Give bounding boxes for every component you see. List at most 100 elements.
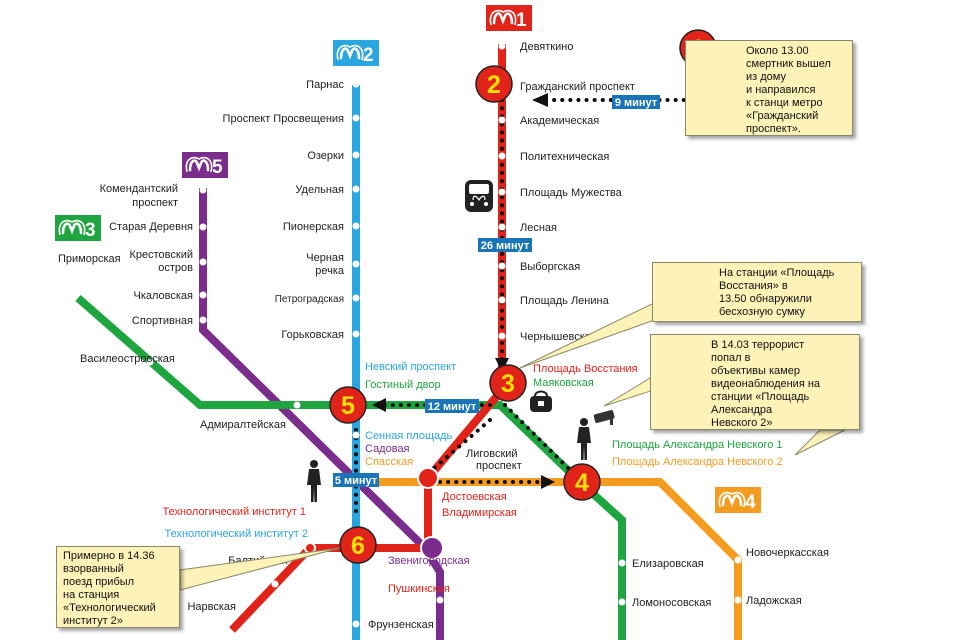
route-arrowhead bbox=[495, 358, 509, 372]
station-label-ligovsky-1: Лиговский bbox=[466, 448, 518, 460]
station-label-nevskogo-2: Площадь Александра Невского 2 bbox=[612, 456, 783, 468]
station-label-vladimirskaya: Владимирская bbox=[442, 507, 517, 519]
station-label-pionerskaya: Пионерская bbox=[283, 221, 344, 233]
step-marker-4: 4 bbox=[563, 463, 601, 501]
line-5-logo: 5 bbox=[182, 152, 228, 178]
station-label-chernaya-1: Черная bbox=[306, 252, 344, 264]
time-badge-26: 26 минут bbox=[478, 238, 532, 252]
station-label-ligovsky-2: проспект bbox=[476, 460, 522, 472]
step-marker-6: 6 bbox=[339, 526, 377, 564]
line-1-logo: 1 bbox=[486, 5, 532, 31]
station-label-petrogradskaya: Петроградская bbox=[275, 294, 344, 305]
station-label-komendantsky-2: проспект bbox=[132, 197, 178, 209]
step-marker-2: 2 bbox=[475, 65, 513, 103]
station-label-grazhdansky: Гражданский проспект bbox=[520, 81, 635, 93]
route-arrowhead bbox=[541, 475, 555, 489]
step-marker-5: 5 bbox=[329, 386, 367, 424]
station-label-elizarovskaya: Елизаровская bbox=[632, 558, 704, 570]
station-label-nevskogo-1: Площадь Александра Невского 1 bbox=[612, 439, 783, 451]
line-3-path bbox=[75, 294, 626, 640]
station-label-muzhestva: Площадь Мужества bbox=[520, 187, 623, 199]
station-label-vyborgskaya: Выборгская bbox=[520, 261, 580, 273]
station-label-komendantsky-1: Комендантский bbox=[100, 183, 178, 195]
svg-text:4: 4 bbox=[745, 492, 756, 513]
person-silhouette-icon bbox=[577, 418, 591, 460]
station-label-sadovaya: Садовая bbox=[365, 443, 410, 455]
svg-text:26 минут: 26 минут bbox=[481, 240, 530, 252]
station-label-devyatkino: Девяткино bbox=[520, 41, 573, 53]
note-explosion: Примерно в 14.36 взорванный поезд прибыл… bbox=[56, 546, 180, 628]
station-label-lesnaya: Лесная bbox=[520, 222, 557, 234]
svg-text:6: 6 bbox=[351, 532, 365, 560]
interchange-zvenigorodskaya bbox=[420, 536, 444, 560]
person-silhouette-icon bbox=[307, 460, 321, 502]
station-label-frunzenskaya: Фрунзенская bbox=[368, 619, 434, 631]
route-arrowhead bbox=[372, 398, 386, 412]
station-label-sennaya: Сенная площадь bbox=[365, 430, 453, 442]
svg-text:4: 4 bbox=[575, 469, 589, 497]
station-label-dostoevskaya: Достоевская bbox=[442, 491, 507, 503]
station-label-sportivnaya: Спортивная bbox=[132, 315, 193, 327]
time-badge-9: 9 минут bbox=[612, 95, 660, 109]
note-camera-text: В 14.03 террорист попал в объективы каме… bbox=[711, 339, 821, 429]
station-label-staraya: Старая Деревня bbox=[109, 221, 193, 233]
station-label-parnas: Парнас bbox=[306, 79, 344, 91]
line-2-logo: 2 bbox=[333, 40, 379, 66]
station-label-pushkinskaya: Пушкинская bbox=[388, 583, 450, 595]
station-label-ladozhskaya: Ладожская bbox=[746, 595, 802, 607]
interchange-ligovsky bbox=[417, 467, 439, 489]
station-label-lomonosovskaya: Ломоносовская bbox=[632, 597, 711, 609]
station-label-krestovsky-2: остров bbox=[158, 262, 193, 274]
station-label-krestovsky-1: Крестовский bbox=[130, 249, 194, 261]
station-dots-line-1 bbox=[271, 42, 506, 588]
station-label-chkalovskaya: Чкаловская bbox=[133, 290, 193, 302]
station-label-gorkovskaya: Горьковская bbox=[281, 329, 344, 341]
station-label-vasileostrovskaya: Василеостровская bbox=[80, 353, 175, 365]
station-label-spasskaya: Спасская bbox=[365, 456, 413, 468]
time-badge-5: 5 минут bbox=[333, 473, 379, 487]
station-label-politekh: Политехническая bbox=[520, 151, 609, 163]
svg-text:1: 1 bbox=[516, 10, 527, 31]
note-step-1: Около 13.00 смертник вышел из дому и нап… bbox=[685, 40, 853, 136]
station-label-nevsky: Невский проспект bbox=[365, 361, 456, 373]
note-bag-found: На станции «Площадь Восстания» в 13.50 о… bbox=[652, 262, 862, 322]
note-explosion-text: Примерно в 14.36 взорванный поезд прибыл… bbox=[63, 550, 156, 627]
station-label-novocherkasskaya: Новочеркасская bbox=[746, 547, 829, 559]
svg-text:2: 2 bbox=[487, 71, 501, 99]
station-label-mayakovskaya: Маяковская bbox=[533, 377, 594, 389]
svg-text:2: 2 bbox=[363, 45, 374, 66]
step-marker-3: 3 bbox=[489, 364, 527, 402]
station-label-ozerki: Озерки bbox=[307, 150, 344, 162]
line-4-logo: 4 bbox=[715, 487, 761, 513]
station-label-tekhno-2: Технологический институт 2 bbox=[164, 528, 308, 540]
station-dots-line-5 bbox=[199, 186, 444, 604]
line-3-logo: 3 bbox=[55, 215, 101, 241]
station-label-tekhno-1: Технологический институт 1 bbox=[162, 506, 306, 518]
svg-text:12 минут: 12 минут bbox=[428, 401, 477, 413]
station-dots-line-2 bbox=[352, 80, 360, 628]
svg-text:3: 3 bbox=[85, 220, 96, 241]
metro-train-icon bbox=[465, 180, 493, 212]
svg-text:3: 3 bbox=[501, 370, 515, 398]
bag-icon bbox=[530, 390, 552, 412]
station-label-lenina: Площадь Ленина bbox=[520, 295, 610, 307]
svg-text:5: 5 bbox=[212, 157, 223, 178]
time-badge-12: 12 минут bbox=[425, 399, 479, 413]
note-bag-found-text: На станции «Площадь Восстания» в 13.50 о… bbox=[719, 267, 835, 318]
station-label-narvskaya: Нарвская bbox=[187, 601, 236, 613]
station-label-akademicheskaya: Академическая bbox=[520, 115, 599, 127]
station-dots-line-3 bbox=[146, 358, 626, 606]
station-label-prosveshcheniya: Проспект Просвещения bbox=[223, 113, 344, 125]
station-label-primorskaya: Приморская bbox=[58, 253, 121, 265]
cctv-camera-icon bbox=[593, 409, 615, 425]
svg-text:5 минут: 5 минут bbox=[335, 475, 378, 487]
line-1-path bbox=[229, 44, 506, 633]
station-label-chernaya-2: речка bbox=[315, 265, 345, 277]
svg-text:5: 5 bbox=[341, 392, 355, 420]
station-label-zvenigorodskaya: Звенигородская bbox=[388, 555, 470, 567]
station-label-vosstaniya: Площадь Восстания bbox=[533, 363, 638, 375]
svg-text:9 минут: 9 минут bbox=[615, 97, 658, 109]
note-pointers bbox=[179, 299, 846, 591]
station-label-gostiny: Гостиный двор bbox=[365, 379, 441, 391]
